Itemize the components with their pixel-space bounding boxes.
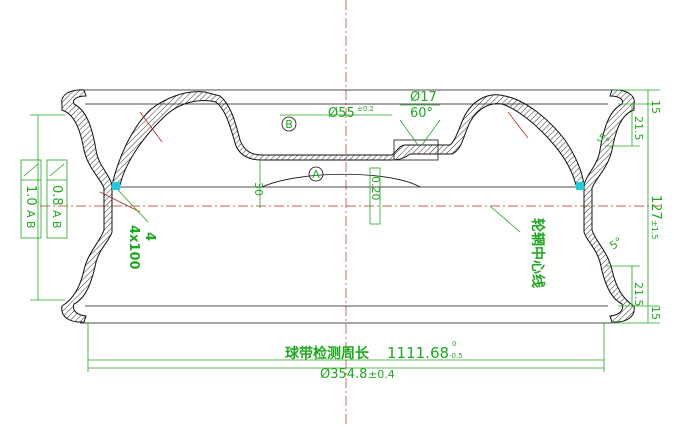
disc-bulge-line <box>261 173 421 188</box>
datum-a-circle <box>308 166 324 182</box>
bead-circumference-lower: -0.5 <box>449 352 463 360</box>
runout-axial-datum: A B <box>24 210 37 229</box>
runout-frame-axial <box>20 159 42 239</box>
bead-circumference-upper: 0 <box>452 340 456 348</box>
runout-axial-value: 1.0 <box>23 185 38 206</box>
bead-circumference-value: 1111.68 <box>387 344 449 362</box>
wheel-centerline-label: 轮辋中心线 <box>529 218 546 288</box>
angle-bottom-text: 5° <box>607 235 625 253</box>
bead-seat-bottom-text: 21.5 <box>632 282 645 307</box>
datum-b-circle <box>281 116 297 132</box>
bolt-hole-text: Ø17 <box>410 90 437 105</box>
bolt-hole-detail <box>393 139 439 161</box>
rim-diameter-text: Ø354.8 <box>320 367 367 382</box>
overall-width-text: 127 <box>648 195 663 220</box>
weld-marker-left <box>112 182 120 190</box>
weld-size-text: 4x100 <box>126 225 141 270</box>
right-flange-profile <box>583 89 635 323</box>
bead-seat-top-text: 21.5 <box>632 116 645 141</box>
left-flange-profile <box>61 89 113 323</box>
datum-a-label: A <box>312 168 320 181</box>
flatness-value: 0.20 <box>369 176 382 201</box>
datum-b-label: B <box>285 118 293 131</box>
hub-bore-text: Ø55 <box>328 106 355 121</box>
flatness-frame <box>369 167 381 225</box>
bead-width-bottom-text: 15 <box>649 306 662 320</box>
runout-radial-datum: A B <box>50 210 63 229</box>
runout-frame-radial <box>46 159 68 239</box>
angle-top-text: 5° <box>594 131 612 149</box>
overall-width-tol-text: ±1.5 <box>650 220 659 239</box>
countersink-angle-text: 60° <box>410 106 433 121</box>
bead-circumference-label: 球带检测周长 <box>285 345 370 362</box>
runout-radial-value: 0.8 <box>49 185 64 206</box>
weld-marker-right <box>576 182 584 190</box>
rim-diameter-tol-text: ±0.4 <box>368 368 395 381</box>
offset-height-text: 30 <box>252 182 265 196</box>
bead-width-top-text: 15 <box>649 100 662 114</box>
weld-count-text: 4 <box>142 232 157 241</box>
hub-bore-tol-text: ±0.2 <box>357 105 374 113</box>
